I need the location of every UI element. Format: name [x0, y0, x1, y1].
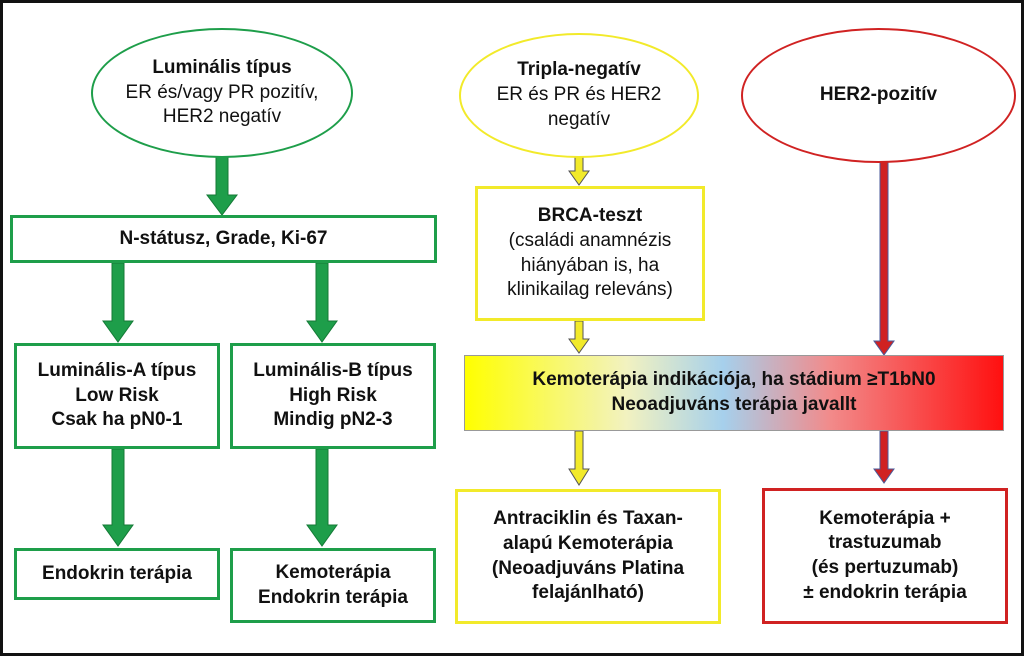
triple-negative-node: Tripla-negatív ER és PR és HER2 negatív: [459, 33, 699, 158]
anthracycline-node: Antraciklin és Taxan- alapú Kemoterápia …: [455, 489, 721, 624]
chemo-trastuzumab-line-1: Kemoterápia +: [819, 507, 951, 529]
brca-test-title: BRCA-teszt: [537, 205, 643, 227]
her2-positive-node: HER2-pozitív: [741, 28, 1016, 163]
triple-negative-title: Tripla-negatív: [517, 59, 641, 81]
luminal-type-node: Luminális típus ER és/vagy PR pozitív, H…: [91, 28, 353, 158]
anthracycline-line-3: (Neoadjuváns Platina: [491, 557, 685, 579]
brca-test-line-4: klinikailag releváns): [507, 279, 673, 301]
luminal-a-risk: Low Risk: [75, 384, 159, 406]
luminal-type-line-2: ER és/vagy PR pozitív,: [125, 81, 319, 103]
arrow-luminal-to-nstatus: [206, 155, 238, 216]
arrow-chemo-indication-to-anthracycline: [568, 430, 590, 486]
chemo-endocrine-line-2: Endokrin terápia: [258, 586, 408, 608]
luminal-b-risk: High Risk: [289, 384, 377, 406]
brca-test-line-2: (családi anamnézis: [508, 229, 672, 251]
chemo-indication-line-1: Kemoterápia indikációja, ha stádium ≥T1b…: [532, 369, 936, 391]
arrow-triple-to-brca: [568, 154, 590, 186]
chemo-trastuzumab-line-3: (és pertuzumab): [811, 557, 959, 578]
arrow-nstatus-to-luminal-b: [306, 262, 338, 343]
arrow-luminal-a-to-endocrine: [102, 448, 134, 547]
chemo-endocrine-line-1: Kemoterápia: [275, 561, 391, 583]
anthracycline-line-4: felajánlható): [532, 582, 644, 604]
luminal-b-title: Luminális-B típus: [253, 359, 413, 381]
chemo-trastuzumab-line-4: ± endokrin terápia: [803, 581, 967, 603]
luminal-a-condition: Csak ha pN0-1: [51, 409, 183, 431]
chemo-endocrine-node: Kemoterápia Endokrin terápia: [230, 548, 436, 623]
arrow-her2-to-chemo-indication: [873, 160, 895, 356]
chemo-indication-line-2: Neoadjuváns terápia javallt: [611, 394, 857, 415]
arrow-chemo-indication-to-trastuzumab: [873, 430, 895, 484]
luminal-type-title: Luminális típus: [152, 56, 292, 78]
arrow-luminal-b-to-chemo: [306, 448, 338, 547]
brca-test-line-3: hiányában is, ha: [520, 254, 660, 276]
n-status-label: N-státusz, Grade, Ki-67: [119, 227, 328, 249]
chemo-trastuzumab-line-2: trastuzumab: [828, 532, 942, 554]
triple-negative-line-2: ER és PR és HER2: [496, 84, 662, 106]
luminal-b-condition: Mindig pN2-3: [273, 409, 393, 431]
triple-negative-line-3: negatív: [547, 108, 611, 130]
anthracycline-line-2: alapú Kemoterápia: [503, 532, 673, 554]
endocrine-therapy-node: Endokrin terápia: [14, 548, 220, 600]
n-status-node: N-státusz, Grade, Ki-67: [10, 215, 437, 263]
chemo-trastuzumab-node: Kemoterápia + trastuzumab (és pertuzumab…: [762, 488, 1008, 624]
luminal-type-line-3: HER2 negatív: [162, 106, 282, 128]
luminal-b-node: Luminális-B típus High Risk Mindig pN2-3: [230, 343, 436, 449]
luminal-a-node: Luminális-A típus Low Risk Csak ha pN0-1: [14, 343, 220, 449]
her2-positive-title: HER2-pozitív: [819, 84, 938, 106]
arrow-layer: [102, 154, 895, 547]
endocrine-therapy-label: Endokrin terápia: [42, 562, 192, 584]
arrow-brca-to-chemo-indication: [568, 320, 590, 354]
anthracycline-line-1: Antraciklin és Taxan-: [493, 508, 683, 530]
brca-test-node: BRCA-teszt (családi anamnézis hiányában …: [475, 186, 705, 321]
chemo-indication-node: Kemoterápia indikációja, ha stádium ≥T1b…: [464, 355, 1004, 431]
arrow-nstatus-to-luminal-a: [102, 262, 134, 343]
luminal-a-title: Luminális-A típus: [37, 359, 197, 381]
